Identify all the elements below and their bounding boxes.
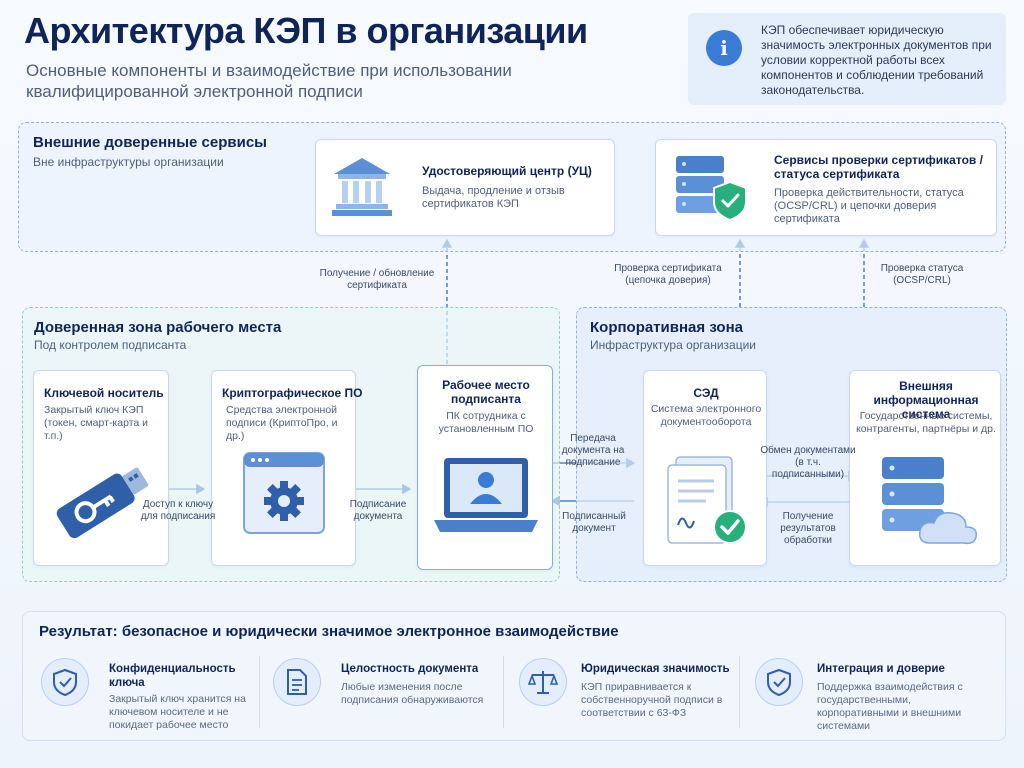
crypto-card[interactable]: Криптографическое ПО Средства электронно… [211, 370, 363, 566]
external-zone: Внешние доверенные сервисы Вне инфрастру… [18, 122, 1006, 252]
shield-check-icon [41, 658, 89, 706]
flow-results-label: Получение результатов обработки [780, 511, 836, 546]
zone-subtitle: Под контролем подписанта [34, 338, 187, 352]
result-item-title: Конфиденциальность ключа [109, 663, 236, 689]
info-note-text: КЭП обеспечивает юридическую значимость … [761, 23, 992, 97]
ext-is-text: Государственные системы, контрагенты, па… [856, 410, 996, 435]
validation-card[interactable]: Сервисы проверки сертификатов / статуса … [655, 139, 997, 236]
document-icon [273, 658, 321, 706]
page-title: Архитектура КЭП в организации [24, 10, 588, 51]
flow-send-label: Передача документа на подписание [561, 433, 625, 468]
flow-check-cert-label: Проверка сертификата (цепочка доверия) [614, 263, 722, 286]
divider [259, 656, 260, 728]
ext-is-title: Внешняя информационная система [873, 379, 979, 421]
info-icon: i [706, 30, 742, 66]
server-cloud-icon [882, 457, 978, 545]
result-item-title: Интеграция и доверие [817, 663, 945, 675]
trusted-zone: Доверенная зона рабочего места Под контр… [22, 307, 560, 582]
flow-signed-label: Подписанный документ [562, 511, 626, 534]
crypto-text: Средства электронной подписи (КриптоПро,… [226, 404, 338, 442]
key-card[interactable]: Ключевой носитель Закрытый ключ КЭП (ток… [33, 370, 169, 566]
laptop-user-icon [434, 458, 538, 532]
usb-key-icon [56, 467, 149, 539]
validation-title: Сервисы проверки сертификатов / статуса … [774, 153, 983, 181]
result-item-text: КЭП приравнивается к собственноручной по… [581, 681, 723, 719]
divider [503, 656, 504, 728]
result-item-title: Целостность документа [341, 663, 479, 675]
flow-get-cert-label: Получение / обновление сертификата [319, 268, 435, 291]
workstation-card[interactable]: Рабочее место подписанта ПК сотрудника с… [417, 365, 553, 570]
result-panel: Результат: безопасное и юридически значи… [22, 611, 1006, 741]
ca-title: Удостоверяющий центр (УЦ) [422, 164, 592, 178]
result-item: Юридическая значимость КЭП приравниваетс… [519, 656, 749, 736]
divider [739, 656, 740, 728]
page-subtitle: Основные компоненты и взаимодействие при… [26, 61, 512, 101]
gear-window-icon [243, 452, 325, 534]
scales-icon [519, 658, 567, 706]
result-item: Целостность документа Любые изменения по… [273, 656, 503, 736]
ca-text: Выдача, продление и отзыв сертификатов К… [422, 185, 565, 210]
result-item-text: Закрытый ключ хранится на ключевом носит… [109, 693, 246, 731]
workstation-title: Рабочее место подписанта [442, 378, 530, 406]
sed-card[interactable]: СЭД Система электронного документооборот… [643, 370, 767, 566]
zone-title: Корпоративная зона [590, 319, 743, 336]
flow-check-status-label: Проверка статуса (OCSP/CRL) [880, 263, 964, 286]
server-shield-icon [676, 156, 747, 222]
zone-subtitle: Инфраструктура организации [590, 338, 756, 352]
result-item-text: Любые изменения после подписания обнаруж… [341, 681, 484, 706]
sed-text: Система электронного документооборота [650, 403, 762, 428]
validation-text: Проверка действительности, статуса (OCSP… [774, 187, 964, 225]
result-item: Интеграция и доверие Поддержка взаимодей… [755, 656, 999, 736]
result-item-title: Юридическая значимость [581, 663, 730, 675]
info-note: i КЭП обеспечивает юридическую значимост… [688, 13, 1006, 105]
flow-exchange-label: Обмен документами (в т.ч. подписанными) [760, 445, 856, 480]
crypto-title: Криптографическое ПО [222, 386, 363, 400]
key-text: Закрытый ключ КЭП (токен, смарт-карта и … [44, 404, 149, 442]
sed-title: СЭД [693, 386, 719, 400]
result-item-text: Поддержка взаимодействия с государственн… [817, 681, 963, 732]
signed-document-icon [667, 456, 747, 544]
bank-building-icon [332, 158, 392, 216]
workstation-text: ПК сотрудника с установленным ПО [438, 410, 534, 435]
flow-signing-label: Подписание документа [349, 499, 407, 522]
zone-title: Внешние доверенные сервисы [33, 134, 267, 151]
key-title: Ключевой носитель [44, 386, 164, 400]
ext-is-card[interactable]: Внешняя информационная система Государст… [849, 370, 1001, 566]
zone-subtitle: Вне инфраструктуры организации [33, 155, 224, 169]
flow-key-access-label: Доступ к ключу для подписания [140, 499, 216, 522]
shield-check-icon [755, 658, 803, 706]
zone-title: Доверенная зона рабочего места [34, 319, 282, 336]
ca-card[interactable]: Удостоверяющий центр (УЦ) Выдача, продле… [315, 139, 615, 236]
result-item: Конфиденциальность ключа Закрытый ключ х… [41, 656, 267, 736]
corporate-zone: Корпоративная зона Инфраструктура органи… [576, 307, 1007, 582]
result-title: Результат: безопасное и юридически значи… [39, 623, 619, 640]
